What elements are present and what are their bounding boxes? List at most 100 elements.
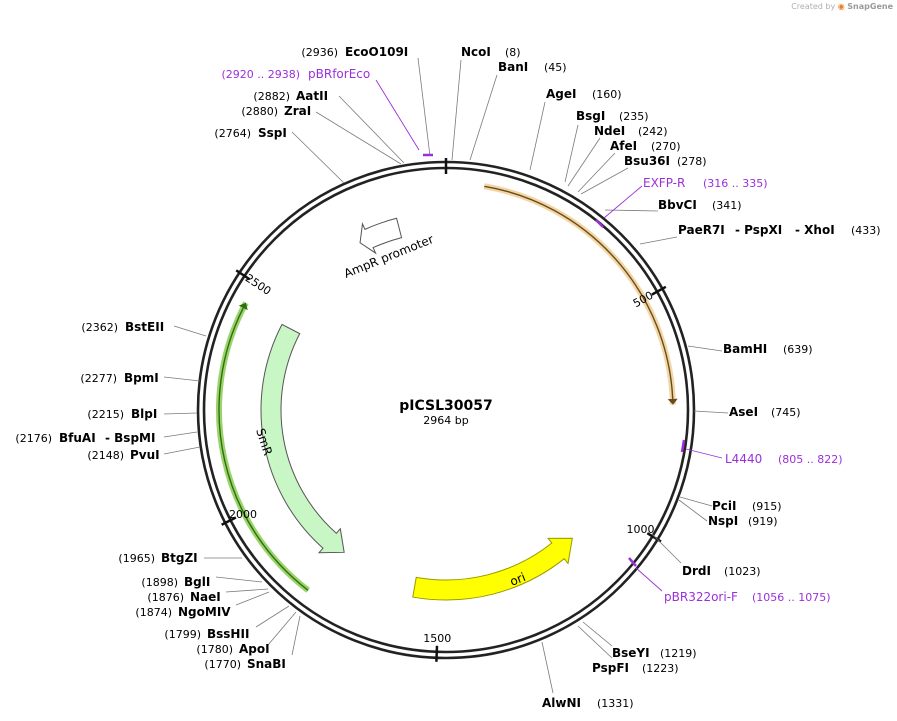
enzyme-apoi[interactable]: (1780)ApoI <box>196 642 269 656</box>
svg-text:BtgZI: BtgZI <box>161 551 198 565</box>
svg-text:BseYI: BseYI <box>612 646 650 660</box>
svg-text:BglI: BglI <box>184 575 210 589</box>
svg-text:(1965): (1965) <box>118 552 155 565</box>
svg-text:PciI: PciI <box>712 499 737 513</box>
svg-text:(2362): (2362) <box>81 321 118 334</box>
enzyme-blpi[interactable]: (2215)BlpI <box>87 407 157 421</box>
enzyme-bsteii[interactable]: (2362)BstEII <box>81 320 164 334</box>
enzyme-naei[interactable]: (1876)NaeI <box>147 590 220 604</box>
svg-text:(433): (433) <box>851 224 881 237</box>
enzyme-alwni[interactable]: AlwNI(1331) <box>542 696 634 710</box>
tick-label: 500 <box>631 289 656 311</box>
enzyme-bani[interactable]: BanI (45) <box>498 60 567 74</box>
enzyme-bseyi[interactable]: BseYI(1219) <box>612 646 697 660</box>
svg-text:BamHI: BamHI <box>723 342 767 356</box>
enzyme-bsgi[interactable]: BsgI(235) <box>576 109 649 123</box>
enzyme-bamhi[interactable]: BamHI (639) <box>723 342 813 356</box>
enzyme-pvui[interactable]: (2148) PvuI <box>87 448 159 462</box>
svg-text:BssHII: BssHII <box>207 627 249 641</box>
enzyme-drdi[interactable]: DrdI(1023) <box>682 564 761 578</box>
enzyme-agei[interactable]: AgeI(160) <box>546 87 622 101</box>
feature-arrowhead <box>238 302 248 311</box>
feature-arrow-ori[interactable] <box>412 537 573 601</box>
svg-text:(8): (8) <box>505 46 521 59</box>
primer-marks <box>375 79 723 592</box>
tick-mark <box>235 269 251 281</box>
svg-text:(278): (278) <box>677 155 707 168</box>
svg-text:(1780): (1780) <box>196 643 233 656</box>
enzyme-zrai[interactable]: (2880)ZraI <box>241 104 311 118</box>
svg-text:L4440: L4440 <box>725 452 762 466</box>
enzyme-bgli[interactable]: (1898)BglI <box>141 575 210 589</box>
enzyme-bsshii[interactable]: (1799) BssHII <box>164 627 249 641</box>
enzyme-ngomiv[interactable]: (1874)NgoMIV <box>135 605 231 619</box>
primer-l4440[interactable]: L4440 (805 .. 822) <box>725 452 843 466</box>
tick-mark <box>221 516 237 526</box>
enzyme-pspfi[interactable]: PspFI(1223) <box>592 661 679 675</box>
enzyme-btgzi[interactable]: (1965) BtgZI <box>118 551 197 565</box>
svg-text:(1770): (1770) <box>204 658 241 671</box>
tick-mark <box>651 285 667 296</box>
svg-text:(2936): (2936) <box>301 46 338 59</box>
svg-text:(805 .. 822): (805 .. 822) <box>778 453 843 466</box>
enzyme-aatii[interactable]: (2882)AatII <box>253 89 328 103</box>
svg-text:PvuI: PvuI <box>130 448 160 462</box>
svg-text:NcoI: NcoI <box>461 45 491 59</box>
svg-text:(915): (915) <box>752 500 782 513</box>
svg-text:(919): (919) <box>748 515 778 528</box>
primer-pbr322ori-f[interactable]: pBR322ori-F(1056 .. 1075) <box>664 590 831 604</box>
enzyme-ncoi[interactable]: NcoI (8) <box>461 45 521 59</box>
svg-text:(2176): (2176) <box>15 432 52 445</box>
svg-text:(45): (45) <box>544 61 567 74</box>
enzyme-paer7i-pspxi-xhoi[interactable]: PaeR7I- PspXI- XhoI(433) <box>678 223 881 237</box>
svg-text:(1799): (1799) <box>164 628 201 641</box>
feature-label-ori[interactable]: ori <box>508 570 528 589</box>
svg-text:- XhoI: - XhoI <box>795 223 835 237</box>
enzyme-ecoo109i[interactable]: (2936) EcoO109I <box>301 45 408 59</box>
enzyme-asei[interactable]: AseI(745) <box>729 405 801 419</box>
enzyme-pcii[interactable]: PciI (915) <box>712 499 782 513</box>
enzyme-sspi[interactable]: (2764)SspI <box>214 126 286 140</box>
svg-text:(639): (639) <box>783 343 813 356</box>
primer-pbrforeco[interactable]: (2920 .. 2938) pBRforEco <box>221 67 370 81</box>
enzyme-bbvci[interactable]: BbvCI(341) <box>658 198 742 212</box>
svg-text:(2215): (2215) <box>87 408 124 421</box>
svg-text:AfeI: AfeI <box>610 139 637 153</box>
enzyme-bsu36i[interactable]: Bsu36I(278) <box>624 154 707 168</box>
enzyme-snabi[interactable]: (1770) SnaBI <box>204 657 285 671</box>
snapgene-watermark: Created by ◉ SnapGene <box>791 2 893 11</box>
enzyme-afei[interactable]: AfeI(270) <box>610 139 681 153</box>
svg-text:SnaBI: SnaBI <box>247 657 286 671</box>
enzyme-bfuai-bspmi[interactable]: (2176)BfuAI- BspMI <box>15 431 155 445</box>
svg-text:BfuAI: BfuAI <box>59 431 96 445</box>
svg-text:(2880): (2880) <box>241 105 278 118</box>
svg-text:(2764): (2764) <box>214 127 251 140</box>
plasmid-name: pICSL30057 <box>399 398 492 414</box>
svg-text:ori: ori <box>508 570 528 589</box>
feature-track-line <box>484 185 674 399</box>
leader-lines <box>163 57 729 694</box>
feature-arrow-smr[interactable] <box>260 323 345 554</box>
svg-text:EcoO109I: EcoO109I <box>345 45 408 59</box>
svg-text:pBRforEco: pBRforEco <box>308 67 370 81</box>
svg-text:BsgI: BsgI <box>576 109 605 123</box>
svg-text:(1874): (1874) <box>135 606 172 619</box>
feature-arrow-ampr-promoter[interactable] <box>359 217 403 255</box>
svg-text:(2920 .. 2938): (2920 .. 2938) <box>221 68 300 81</box>
svg-text:AgeI: AgeI <box>546 87 576 101</box>
svg-text:(2148): (2148) <box>87 449 124 462</box>
feature-layer <box>216 183 678 601</box>
tick-mark <box>435 645 439 662</box>
tick-mark <box>646 532 662 543</box>
svg-text:(341): (341) <box>712 199 742 212</box>
svg-text:BanI: BanI <box>498 60 528 74</box>
enzyme-nspi[interactable]: NspI(919) <box>708 514 778 528</box>
feature-arrowhead <box>667 398 678 405</box>
svg-text:AlwNI: AlwNI <box>542 696 581 710</box>
svg-text:(1056 .. 1075): (1056 .. 1075) <box>752 591 831 604</box>
enzyme-bpmi[interactable]: (2277)BpmI <box>80 371 158 385</box>
primer-exfp-r[interactable]: EXFP-R(316 .. 335) <box>643 176 768 190</box>
enzyme-ndei[interactable]: NdeI(242) <box>594 124 668 138</box>
